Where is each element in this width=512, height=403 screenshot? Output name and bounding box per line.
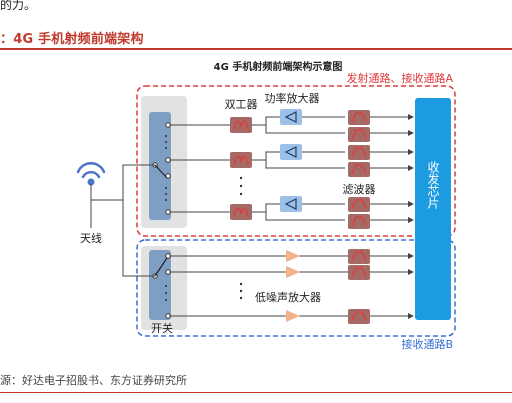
- filters-section-b: [348, 249, 370, 324]
- rx-b-region: [136, 239, 456, 337]
- section-a-signal-lines: [170, 114, 414, 223]
- switch-b-ellipsis: [165, 285, 167, 301]
- duplexer-label: 双工器: [225, 98, 258, 111]
- antenna-dot: [87, 178, 95, 186]
- pa-label: 功率放大器: [265, 91, 320, 105]
- filters-section-a: [348, 110, 370, 229]
- tx-rx-a-region: [136, 85, 456, 237]
- tx-rx-a-label: 发射通路、接收通路A: [346, 71, 453, 85]
- low-noise-amplifiers: [286, 250, 300, 322]
- antenna-label: 天线: [80, 231, 102, 245]
- switch-b-blade: [154, 257, 168, 277]
- diagram-title: 4G 手机射频前端架构示意图: [214, 60, 343, 73]
- lna-label: 低噪声放大器: [255, 290, 321, 304]
- transceiver-chip: [415, 98, 451, 320]
- header-divider: [0, 48, 512, 50]
- switch-a-body: [149, 112, 171, 220]
- transceiver-label: 收发芯片: [426, 161, 440, 209]
- switch-a-blade: [154, 164, 168, 179]
- rx-b-label: 接收通路B: [401, 337, 453, 351]
- figure-title: ：4G 手机射频前端架构: [0, 32, 144, 47]
- source-note: 源：好达电子招股书、东方证券研究所: [0, 374, 187, 387]
- power-amplifiers: [280, 109, 302, 212]
- filter-label: 滤波器: [343, 183, 376, 196]
- feed-line-a: [91, 164, 155, 201]
- switch-a-ellipsis: [165, 135, 167, 201]
- section-b-signal-lines: [170, 253, 414, 319]
- feed-line-b: [122, 200, 155, 277]
- section-b-ellipsis: [239, 282, 243, 300]
- preceding-text: 的力。: [0, 0, 37, 12]
- switch-label: 开关: [151, 321, 173, 335]
- switch-b-body: [149, 250, 171, 320]
- antenna-icon: [76, 162, 106, 179]
- footer-divider: [0, 392, 512, 393]
- section-a-ellipsis: [239, 176, 243, 196]
- duplexer-modules: [230, 117, 252, 220]
